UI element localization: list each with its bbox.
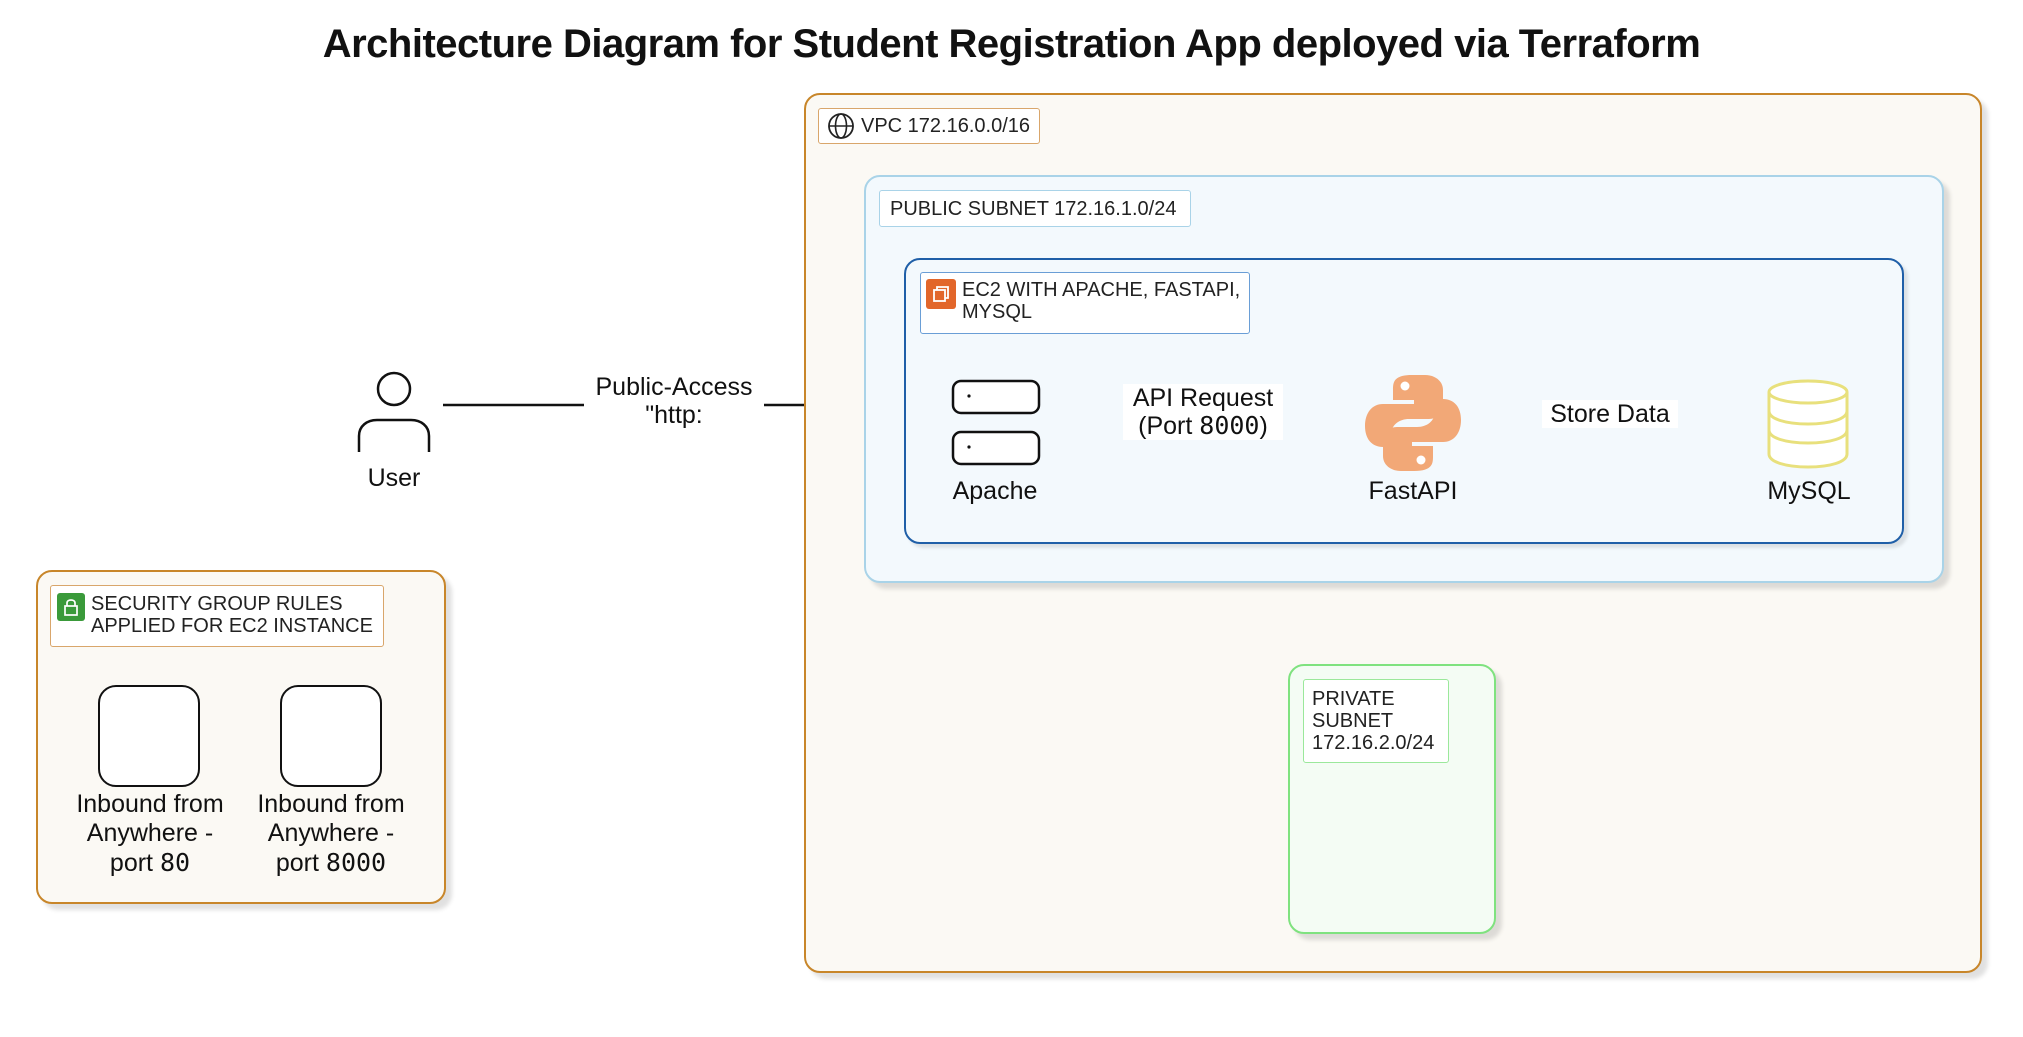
rule-80-icon — [98, 685, 200, 787]
ec2-label-line1: EC2 WITH APACHE, FASTAPI, — [962, 279, 1241, 301]
fastapi-node[interactable] — [1363, 373, 1463, 473]
mysql-node[interactable] — [1766, 378, 1850, 470]
ec2-instance-icon — [926, 279, 956, 309]
mysql-label: MySQL — [1767, 477, 1851, 505]
api-request-line2: (Port 8000) — [1138, 411, 1268, 441]
security-group-line2: APPLIED FOR EC2 INSTANCE — [91, 615, 373, 637]
store-data-label: Store Data — [1542, 400, 1678, 428]
private-subnet-line2: SUBNET — [1312, 710, 1394, 732]
public-access-label: Public-Access "http: — [584, 373, 764, 429]
fastapi-label: FastAPI — [1368, 477, 1458, 505]
lock-icon — [57, 593, 85, 621]
vpc-label-tag: VPC 172.16.0.0/16 — [818, 108, 1040, 144]
vpc-label: VPC 172.16.0.0/16 — [861, 115, 1031, 137]
api-request-line1: API Request — [1132, 384, 1274, 412]
security-group-label-tag: SECURITY GROUP RULES APPLIED FOR EC2 INS… — [50, 585, 384, 647]
private-subnet-line1: PRIVATE — [1312, 688, 1395, 710]
rule-8000-icon — [280, 685, 382, 787]
server-icon — [951, 379, 1041, 466]
user-label: User — [367, 464, 421, 492]
database-icon — [1767, 379, 1849, 469]
apache-node[interactable] — [950, 378, 1046, 468]
ec2-label-line2: MYSQL — [962, 301, 1033, 323]
apache-label: Apache — [952, 477, 1038, 505]
user-node[interactable] — [354, 370, 434, 454]
user-icon — [357, 371, 431, 452]
private-subnet-line3: 172.16.2.0/24 — [1312, 732, 1435, 754]
rule-8000-label: Inbound from Anywhere - port 8000 — [257, 790, 405, 877]
rule-80-label: Inbound from Anywhere - port 80 — [76, 790, 224, 877]
public-subnet-label: PUBLIC SUBNET 172.16.1.0/24 — [890, 197, 1177, 220]
private-subnet-label-tag: PRIVATE SUBNET 172.16.2.0/24 — [1303, 679, 1449, 763]
diagram-title: Architecture Diagram for Student Registr… — [322, 22, 1701, 66]
public-subnet-label-tag: PUBLIC SUBNET 172.16.1.0/24 — [879, 190, 1191, 227]
public-access-line2: "http: — [645, 401, 703, 429]
api-request-label: API Request (Port 8000) — [1123, 384, 1283, 440]
ec2-label-tag: EC2 WITH APACHE, FASTAPI, MYSQL — [920, 272, 1250, 334]
public-access-line1: Public-Access — [595, 373, 753, 401]
globe-icon — [828, 113, 854, 139]
python-icon — [1365, 375, 1461, 471]
security-group-line1: SECURITY GROUP RULES — [91, 593, 343, 615]
